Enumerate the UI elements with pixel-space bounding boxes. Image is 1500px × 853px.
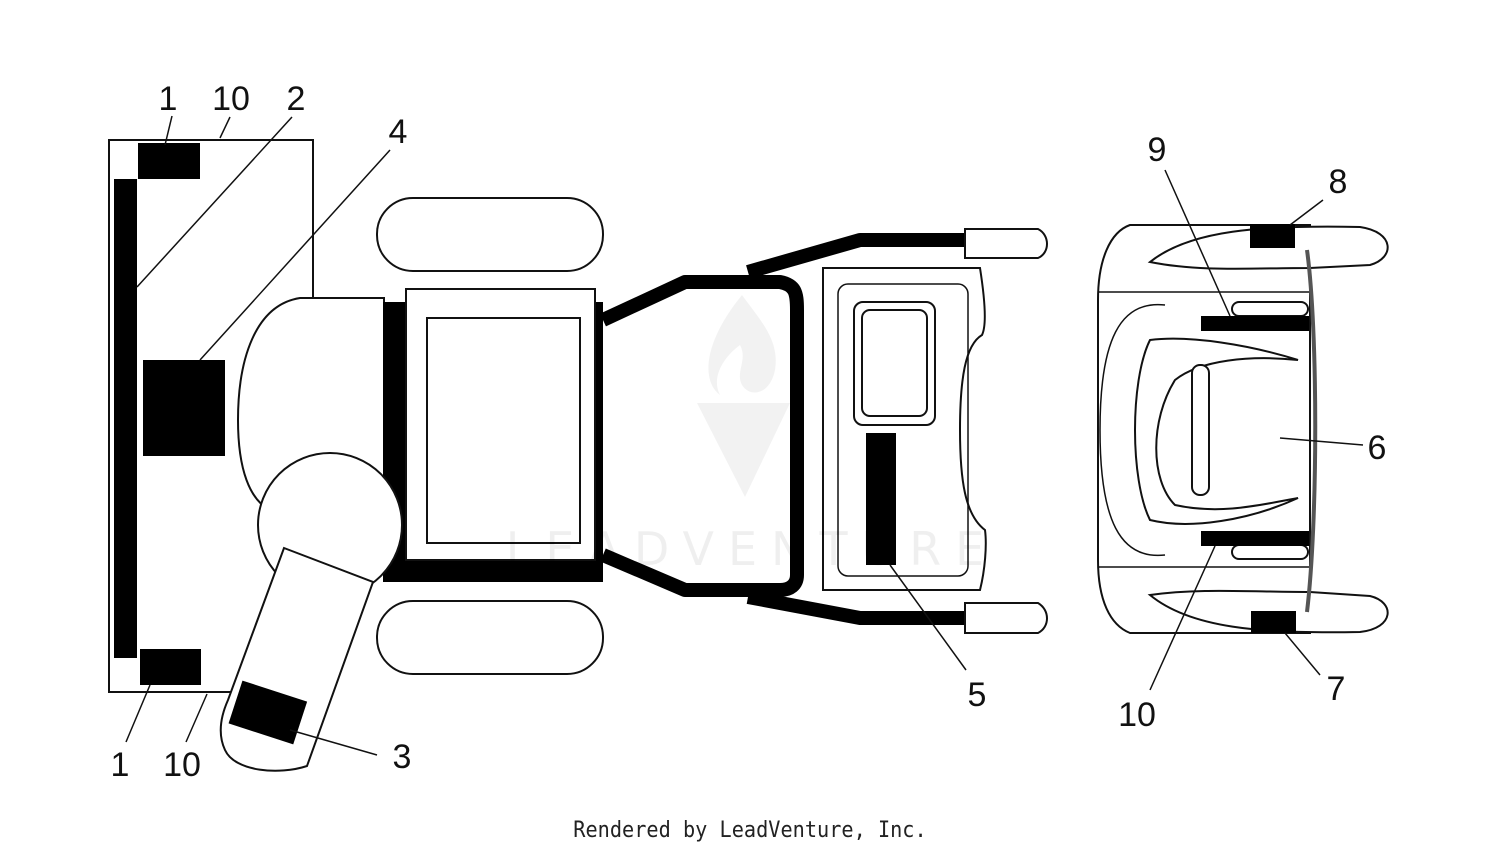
callout-10-rear: 10 — [1118, 696, 1156, 734]
decal-8 — [1250, 224, 1295, 248]
watermark-text: LEADVENTURE — [506, 522, 999, 576]
decal-4 — [143, 360, 225, 456]
callout-labels: 1 10 2 4 1 10 3 5 9 8 6 7 10 — [111, 80, 1387, 784]
callout-8: 8 — [1329, 163, 1348, 201]
decal-1-bottom — [140, 649, 201, 685]
panel-inner-frame — [837, 283, 969, 577]
callout-1-bottom: 1 — [111, 746, 130, 784]
callout-10-bottom: 10 — [163, 746, 201, 784]
watermark-flame-icon — [708, 295, 776, 395]
decal-2 — [114, 179, 137, 658]
rendered-by-footer: Rendered by LeadVenture, Inc. — [573, 818, 927, 843]
grip-bottom — [964, 602, 1048, 634]
rear-side-left — [1099, 303, 1166, 557]
wheel-top — [376, 197, 604, 272]
rear-bar-bottom — [1231, 544, 1309, 560]
callout-10-top: 10 — [212, 80, 250, 118]
leader-lines — [125, 115, 1364, 756]
callout-1-top: 1 — [159, 80, 178, 118]
decal-1-top — [138, 143, 200, 179]
callout-9: 9 — [1148, 131, 1167, 169]
decal-3 — [228, 680, 308, 745]
decal-9 — [1201, 316, 1309, 331]
callout-6: 6 — [1368, 429, 1387, 467]
panel-window-inner — [861, 309, 928, 417]
callout-5: 5 — [968, 676, 987, 714]
right-machine-rear-view — [1097, 224, 1389, 634]
callout-7: 7 — [1327, 670, 1346, 708]
rear-bar-top — [1231, 301, 1309, 317]
handle-lower — [746, 590, 965, 625]
callout-3: 3 — [393, 738, 412, 776]
decal-7 — [1251, 611, 1296, 633]
engine-cover-inner — [426, 317, 581, 544]
handle-frame — [600, 275, 804, 597]
left-machine-top-view — [108, 139, 1048, 772]
handle-upper — [746, 233, 965, 279]
rear-slot — [1191, 364, 1210, 496]
decal-5 — [866, 433, 896, 565]
rear-edge — [1305, 249, 1318, 613]
rear-panel-inner — [1134, 337, 1299, 525]
callout-2: 2 — [287, 80, 306, 118]
wheel-bottom — [376, 600, 604, 675]
callout-4: 4 — [389, 113, 408, 151]
decal-10-rear — [1201, 531, 1309, 546]
grip-top — [964, 228, 1048, 259]
watermark-v-icon — [697, 403, 790, 497]
watermark: LEADVENTURE — [506, 295, 999, 576]
